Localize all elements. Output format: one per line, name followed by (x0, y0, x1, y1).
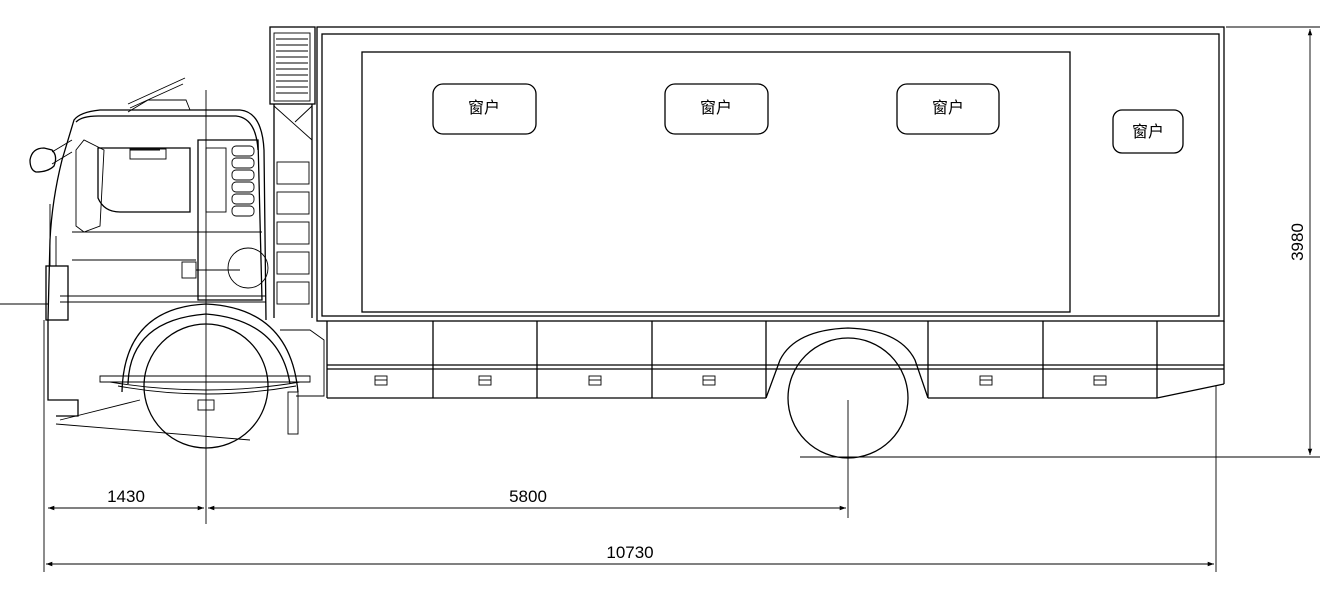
wheelbase-value: 5800 (509, 487, 547, 506)
dimension-wheelbase: 5800 (208, 400, 849, 518)
roof-vent-unit (269, 26, 316, 105)
truck-cab (29, 77, 269, 321)
window-label: 窗户 (468, 98, 500, 117)
rear-wheel (765, 327, 929, 459)
dimension-overall-height: 3980 (800, 26, 1320, 458)
access-ladder (273, 104, 313, 318)
window-label: 窗户 (1132, 122, 1164, 141)
dimension-overall-length: 10730 (46, 386, 1217, 572)
window-label: 窗户 (700, 98, 732, 117)
window-label: 窗户 (932, 98, 964, 117)
window-4: 窗户 (1112, 109, 1184, 154)
front-overhang-value: 1430 (107, 487, 145, 506)
cargo-box (316, 26, 1225, 322)
dimension-front-overhang: 1430 (43, 320, 204, 572)
window-2: 窗户 (664, 83, 769, 135)
overall-height-value: 3980 (1288, 223, 1307, 261)
overall-length-value: 10730 (606, 543, 653, 562)
side-storage-compartments (326, 321, 1225, 399)
window-3: 窗户 (896, 83, 1000, 135)
window-1: 窗户 (432, 83, 537, 135)
front-wheel (47, 303, 325, 449)
